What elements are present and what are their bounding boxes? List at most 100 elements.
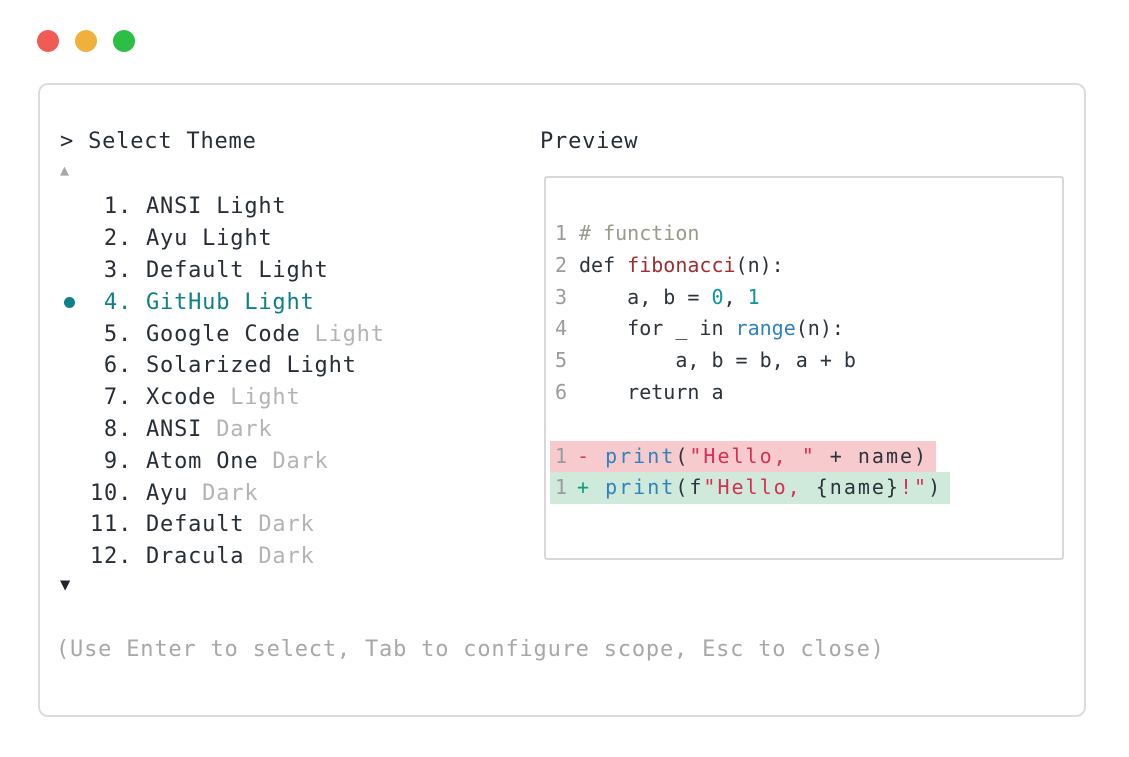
scroll-down-icon[interactable]: ▼ xyxy=(60,575,71,595)
code-token-string: !" xyxy=(899,475,929,500)
diff-highlight-added: 1 + print(f"Hello, {name}!") xyxy=(550,472,951,505)
theme-item-variant: Dark xyxy=(258,448,329,474)
code-token-comment: # function xyxy=(579,221,700,245)
theme-item-name: Default xyxy=(146,512,245,538)
line-number: 5 xyxy=(555,348,568,373)
theme-item-number: 4. xyxy=(103,289,132,315)
theme-item-number: 6. xyxy=(103,353,132,379)
code-token-function-name: fibonacci xyxy=(627,252,736,277)
theme-item-name: ANSI Light xyxy=(146,194,287,220)
diff-highlight-deleted: 1- print("Hello, " + name) xyxy=(550,440,937,473)
theme-item[interactable]: 12. Dracula Dark xyxy=(60,541,385,573)
theme-item[interactable]: 10. Ayu Dark xyxy=(60,477,385,509)
theme-item-name: Google Code xyxy=(146,321,301,347)
theme-list: 1.ANSI Light 2. Ayu Light 3. Default Light 4.… xyxy=(60,191,385,573)
theme-picker-window: > Select Theme Preview ▲ 1.ANSI Light 2. A… xyxy=(38,83,1086,717)
code-token-string: "Hello, xyxy=(703,475,816,500)
theme-item[interactable]: 11.Default Dark xyxy=(60,509,385,541)
line-number: 1 xyxy=(555,443,570,468)
code-token-plain: for _ in xyxy=(579,316,736,341)
code-token-number: 0 xyxy=(711,284,724,309)
zoom-button[interactable] xyxy=(113,30,135,52)
theme-item[interactable]: 8. ANSI Dark xyxy=(60,414,385,446)
code-token-added-marker: + xyxy=(577,475,606,500)
theme-item-name: ANSI xyxy=(146,416,203,442)
code-line: 2 def fibonacci(n): xyxy=(555,250,1062,282)
theme-item-name: Atom One xyxy=(146,448,259,474)
code-token-plain: (n): xyxy=(735,252,784,277)
close-button[interactable] xyxy=(37,30,59,52)
selected-bullet-slot xyxy=(60,296,90,308)
code-token-plain: (n): xyxy=(795,316,844,341)
theme-item-variant: Dark xyxy=(244,544,315,570)
preview-title: Preview xyxy=(540,129,639,154)
code-line: 6 return a xyxy=(555,377,1062,409)
code-token-plain: (f xyxy=(675,475,704,500)
theme-item-number: 8. xyxy=(103,416,132,442)
code-blank-line xyxy=(555,409,1062,441)
line-number: 1 xyxy=(555,475,570,500)
theme-item[interactable]: 9. Atom One Dark xyxy=(60,445,385,477)
code-token-plain: def xyxy=(579,252,628,277)
theme-item[interactable]: 2. Ayu Light xyxy=(60,223,385,255)
line-number: 1 xyxy=(555,221,568,245)
keyboard-hint: (Use Enter to select, Tab to configure s… xyxy=(56,637,885,662)
picker-title: > Select Theme xyxy=(60,129,257,154)
theme-item-number: 12. xyxy=(90,544,133,570)
code-token-deleted-marker: - xyxy=(577,443,606,468)
theme-item[interactable]: 6. Solarized Light xyxy=(60,350,385,382)
code-token-plain: a, b = b, a + b xyxy=(579,348,856,373)
line-number: 4 xyxy=(555,316,568,341)
theme-item-name: GitHub Light xyxy=(146,289,315,315)
line-number: 3 xyxy=(555,284,568,309)
code-line: 4 for _ in range(n): xyxy=(555,313,1062,345)
theme-item-name: Xcode xyxy=(146,385,217,411)
code-token-builtin: print xyxy=(605,443,676,468)
line-number: 2 xyxy=(555,252,568,277)
theme-item-number: 3. xyxy=(103,257,132,283)
theme-item-number: 9. xyxy=(103,448,132,474)
diff-line-added: 1 + print(f"Hello, {name}!") xyxy=(550,472,1062,505)
theme-item-variant: Light xyxy=(300,321,385,347)
code-token-plain: , xyxy=(723,284,748,309)
theme-item-variant: Light xyxy=(216,385,301,411)
theme-item[interactable]: 5.Google Code Light xyxy=(60,318,385,350)
code-line: 1 # function xyxy=(555,218,1062,250)
theme-item[interactable]: 3. Default Light xyxy=(60,255,385,287)
theme-item-number: 11. xyxy=(90,512,133,538)
theme-item-name: Dracula xyxy=(146,544,245,570)
code-token-plain: a, b = xyxy=(579,284,712,309)
window-controls xyxy=(37,30,135,52)
code-token-plain: {name} xyxy=(815,475,900,500)
code-line: 3 a, b = 0, 1 xyxy=(555,282,1062,314)
code-token-number: 1 xyxy=(747,284,760,309)
code-token-plain: return a xyxy=(579,379,724,404)
scroll-up-icon[interactable]: ▲ xyxy=(60,161,70,179)
code-token-builtin: range xyxy=(735,316,796,341)
code-token-string: "Hello, " xyxy=(689,443,816,468)
theme-item-variant: Dark xyxy=(202,416,273,442)
theme-item[interactable]: 1.ANSI Light xyxy=(60,191,385,223)
theme-item-number: 2. xyxy=(103,226,132,252)
theme-item[interactable]: 7. Xcode Light xyxy=(60,382,385,414)
code-line: 5 a, b = b, a + b xyxy=(555,345,1062,377)
theme-item-variant: Dark xyxy=(188,480,259,506)
theme-item-number: 7. xyxy=(103,385,132,411)
code-token-plain: ) xyxy=(928,475,943,500)
code-token-builtin: print xyxy=(605,475,676,500)
theme-item-name: Ayu xyxy=(146,480,189,506)
code-token-plain: + name) xyxy=(815,443,929,468)
theme-item-name: Default Light xyxy=(146,257,329,283)
theme-item-name: Solarized Light xyxy=(146,353,357,379)
minimize-button[interactable] xyxy=(75,30,97,52)
line-number: 6 xyxy=(555,379,568,404)
code-token-plain: ( xyxy=(675,443,690,468)
selected-bullet-icon xyxy=(64,296,75,308)
theme-item-name: Ayu Light xyxy=(146,226,273,252)
theme-item-number: 10. xyxy=(90,480,133,506)
theme-item[interactable]: 4. GitHub Light xyxy=(60,286,385,318)
diff-line-deleted: 1- print("Hello, " + name) xyxy=(550,440,1062,473)
